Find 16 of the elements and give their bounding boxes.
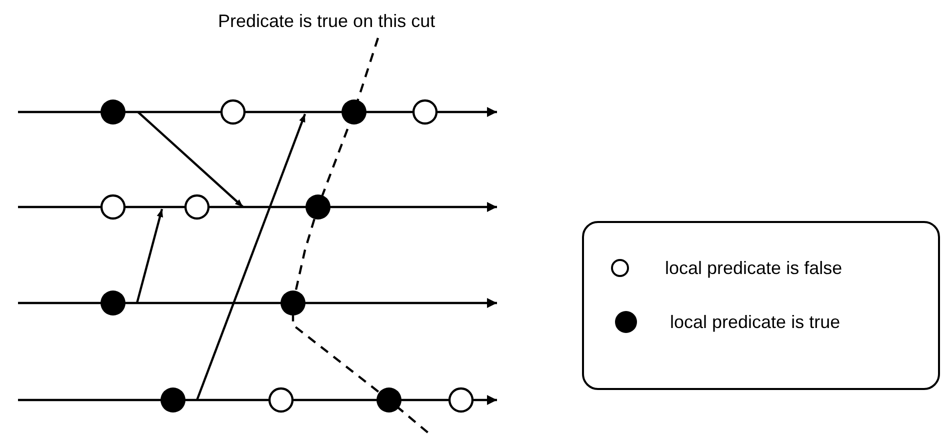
cut-label: Predicate is true on this cut (218, 10, 436, 32)
filled-event-dot (341, 99, 367, 125)
hollow-event-dot (184, 194, 210, 220)
filled-event-dot (100, 290, 126, 316)
legend-label: local predicate is true (670, 311, 840, 333)
hollow-event-dot (412, 99, 438, 125)
filled-event-dot (160, 387, 186, 413)
legend-label: local predicate is false (665, 257, 842, 279)
hollow-event-dot (220, 99, 246, 125)
filled-event-dot (100, 99, 126, 125)
hollow-event-dot (100, 194, 126, 220)
hollow-event-dot (268, 387, 294, 413)
filled-event-dot (280, 290, 306, 316)
filled-event-dot (305, 194, 331, 220)
filled-event-dot (376, 387, 402, 413)
hollow-event-dot (448, 387, 474, 413)
